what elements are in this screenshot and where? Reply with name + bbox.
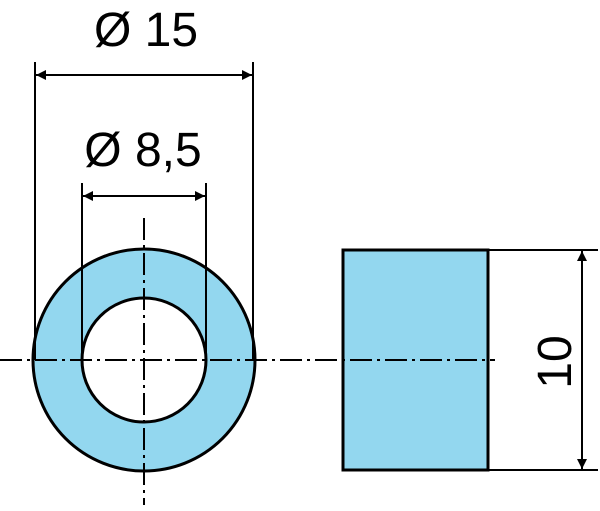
dimension-lines <box>36 70 587 469</box>
height-label: 10 <box>529 335 582 388</box>
extension-lines <box>34 62 598 471</box>
ring-body <box>31 247 257 473</box>
outer-diameter-label: Ø 15 <box>94 4 198 57</box>
inner-diameter-label: Ø 8,5 <box>84 124 201 177</box>
front-view-ring <box>31 247 257 473</box>
